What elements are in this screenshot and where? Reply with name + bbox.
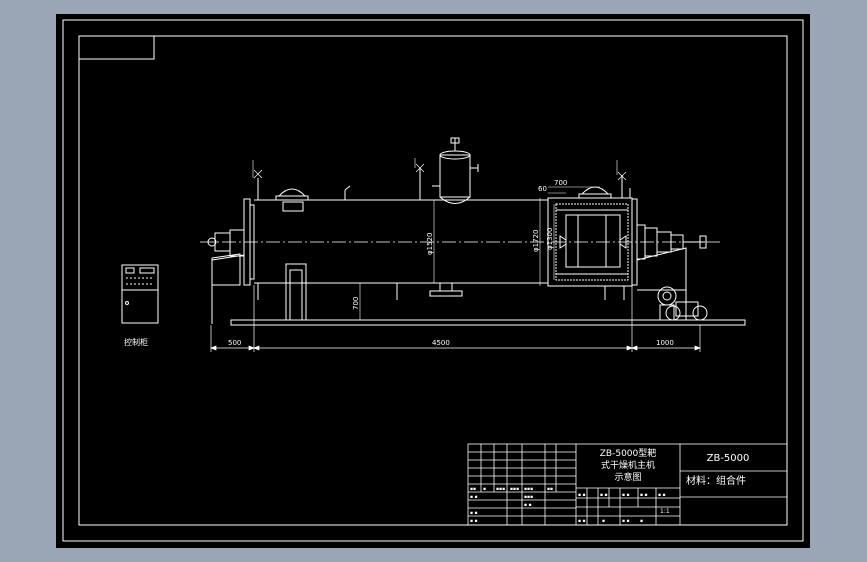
- title-line-1: ZB-5000型耙: [600, 448, 657, 459]
- svg-text:▪ ▪: ▪ ▪: [658, 493, 666, 498]
- svg-text:▪ ▪: ▪ ▪: [524, 503, 532, 508]
- svg-text:▪ ▪: ▪ ▪: [470, 495, 478, 500]
- svg-text:▪▪▪: ▪▪▪: [496, 487, 505, 492]
- overall-dimensions: [210, 285, 701, 352]
- scale-value: 1:1: [660, 508, 670, 515]
- drawing-number: ZB-5000: [707, 453, 750, 464]
- svg-text:▪: ▪: [483, 487, 486, 492]
- svg-text:▪ ▪: ▪ ▪: [622, 493, 630, 498]
- svg-text:▪ ▪: ▪ ▪: [578, 519, 586, 524]
- title-line-3: 示意图: [614, 471, 641, 483]
- svg-text:▪▪: ▪▪: [547, 487, 553, 492]
- svg-text:▪ ▪: ▪ ▪: [600, 493, 608, 498]
- corner-box: [78, 35, 155, 60]
- title-line-2: 式干燥机主机: [601, 459, 655, 471]
- svg-text:▪▪: ▪▪: [470, 487, 476, 492]
- dim-right-1000: 1000: [656, 339, 674, 347]
- dust-collector: [439, 154, 471, 198]
- svg-text:▪▪▪: ▪▪▪: [510, 487, 519, 492]
- dim-left-500: 500: [228, 339, 241, 347]
- svg-text:▪ ▪: ▪ ▪: [640, 493, 648, 498]
- callout-height-support: 700: [352, 297, 360, 310]
- svg-text:▪ ▪: ▪ ▪: [622, 519, 630, 524]
- svg-text:▪▪▪: ▪▪▪: [524, 487, 533, 492]
- control-cabinet: [121, 264, 159, 324]
- title-block: [467, 443, 788, 526]
- dim-top-60: 60: [538, 185, 547, 193]
- drawing-sheet: [56, 14, 810, 548]
- svg-text:▪▪▪: ▪▪▪: [524, 495, 533, 500]
- material-label: 材料：组合件: [686, 474, 746, 487]
- svg-text:▪: ▪: [602, 519, 605, 524]
- dim-middle-4500: 4500: [432, 339, 450, 347]
- outer-border: [62, 19, 804, 542]
- dim-top-700: 700: [554, 179, 567, 187]
- svg-text:▪: ▪: [640, 519, 643, 524]
- callout-diameter-inner: φ1300: [546, 228, 554, 250]
- dryer-machine: [200, 137, 746, 326]
- svg-text:▪ ▪: ▪ ▪: [578, 493, 586, 498]
- revision-grid-marks: ▪▪ ▪ ▪▪▪ ▪▪▪ ▪▪▪ ▪▪ ▪ ▪ ▪ ▪ ▪ ▪ ▪▪▪ ▪ ▪ …: [470, 487, 666, 524]
- label-control-cabinet: 控制柜: [124, 337, 148, 347]
- svg-text:▪ ▪: ▪ ▪: [470, 519, 478, 524]
- callout-diameter-shell: φ1520: [426, 233, 434, 255]
- svg-text:▪ ▪: ▪ ▪: [470, 511, 478, 516]
- base-plate: [230, 319, 746, 326]
- inner-border: [78, 35, 788, 526]
- callout-diameter-flange: φ1720: [532, 230, 540, 252]
